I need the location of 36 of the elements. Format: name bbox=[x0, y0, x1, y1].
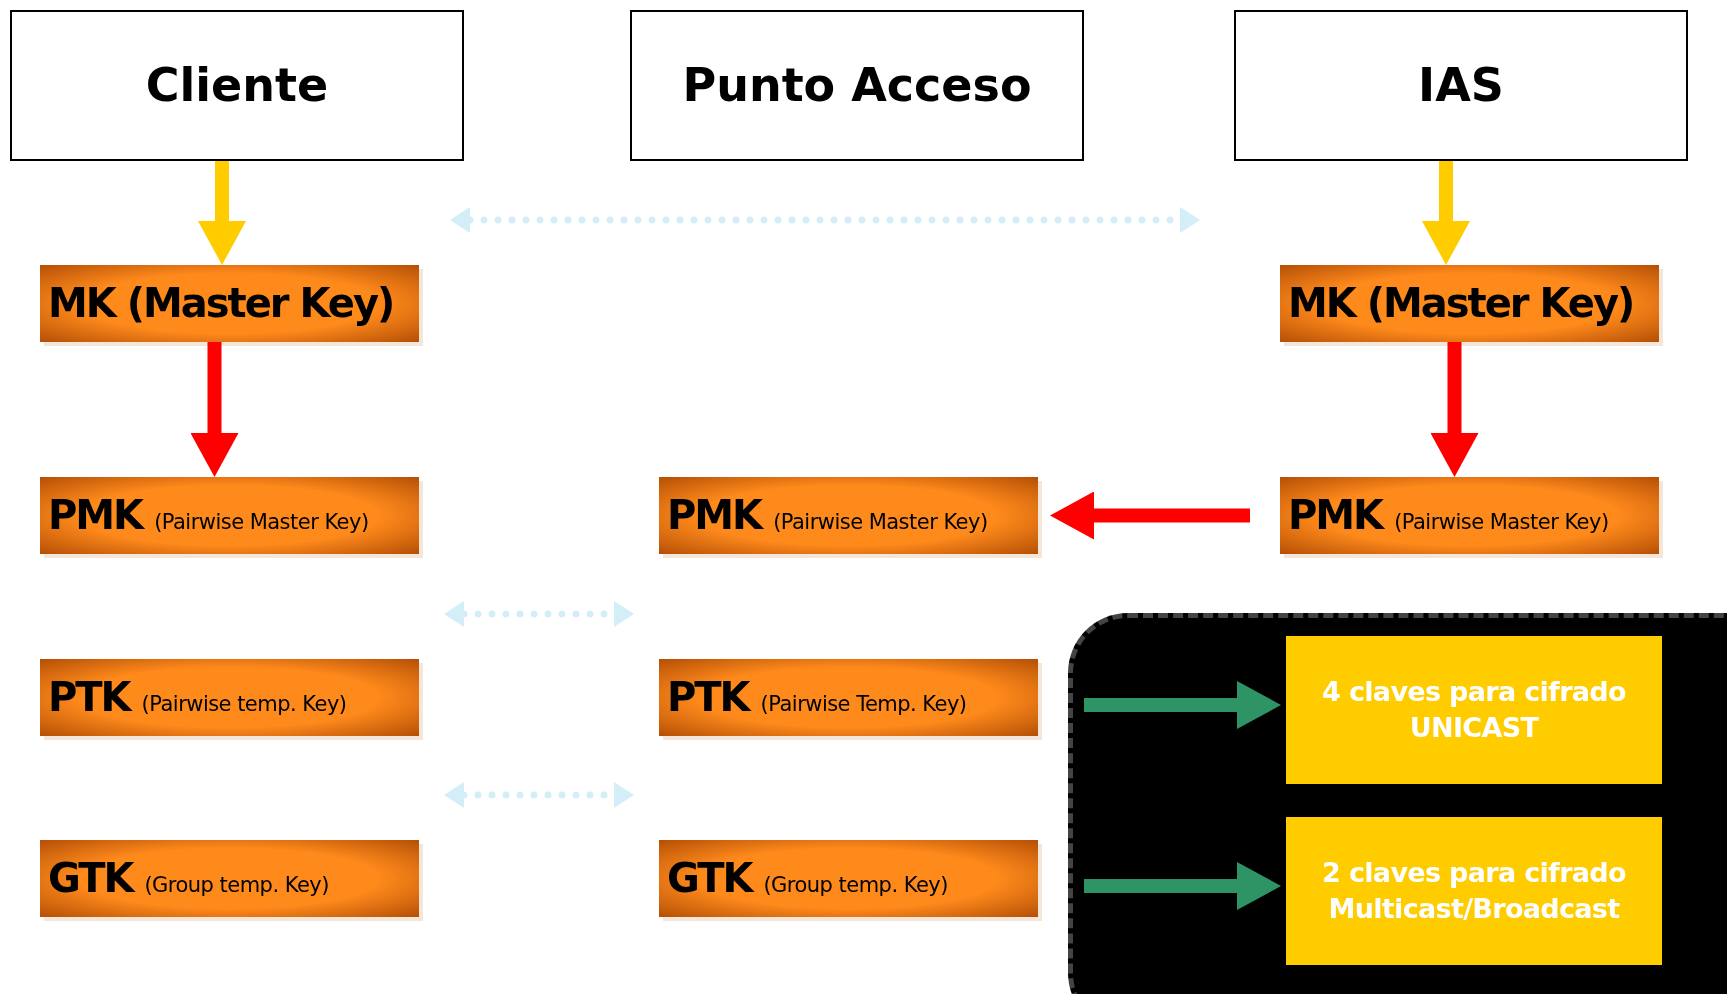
key-description: (Group temp. Key) bbox=[144, 872, 329, 899]
box-title: Cliente bbox=[145, 57, 329, 114]
key-name: GTK bbox=[667, 854, 752, 903]
box-title: Punto Acceso bbox=[682, 57, 1032, 114]
key-name: PTK bbox=[48, 673, 130, 722]
info-box bbox=[1286, 817, 1662, 965]
info-text: 2 claves para cifrado Multicast/Broadcast bbox=[1321, 856, 1627, 926]
key-name: MK (Master Key) bbox=[1288, 279, 1634, 328]
key-description: (Pairwise Master Key) bbox=[773, 509, 988, 536]
key-description: (Group temp. Key) bbox=[763, 872, 948, 899]
key-description: (Pairwise Master Key) bbox=[154, 509, 369, 536]
info-text: 4 claves para cifrado UNICAST bbox=[1321, 675, 1627, 745]
key-name: PMK bbox=[48, 491, 143, 540]
dotted-arrow bbox=[444, 782, 634, 808]
key-name: MK (Master Key) bbox=[48, 279, 394, 328]
arrow bbox=[1422, 161, 1470, 265]
key-name: PMK bbox=[667, 491, 762, 540]
arrow bbox=[1084, 862, 1281, 910]
header-box bbox=[1234, 10, 1688, 161]
arrow bbox=[1084, 681, 1281, 729]
key-description: (Pairwise temp. Key) bbox=[141, 691, 347, 718]
key-name: PMK bbox=[1288, 491, 1383, 540]
arrow bbox=[190, 342, 239, 477]
key-name: GTK bbox=[48, 854, 133, 903]
info-box bbox=[1286, 636, 1662, 784]
key-description: (Pairwise Master Key) bbox=[1394, 509, 1609, 536]
panel-background bbox=[1068, 613, 1727, 994]
key-description: (Pairwise Temp. Key) bbox=[760, 691, 967, 718]
box-title: IAS bbox=[1418, 57, 1504, 114]
key-name: PTK bbox=[667, 673, 749, 722]
arrow bbox=[198, 161, 246, 265]
arrow bbox=[1050, 491, 1250, 540]
arrow bbox=[1430, 342, 1479, 477]
header-box bbox=[10, 10, 464, 161]
dotted-arrow bbox=[444, 601, 634, 627]
header-box bbox=[630, 10, 1084, 161]
